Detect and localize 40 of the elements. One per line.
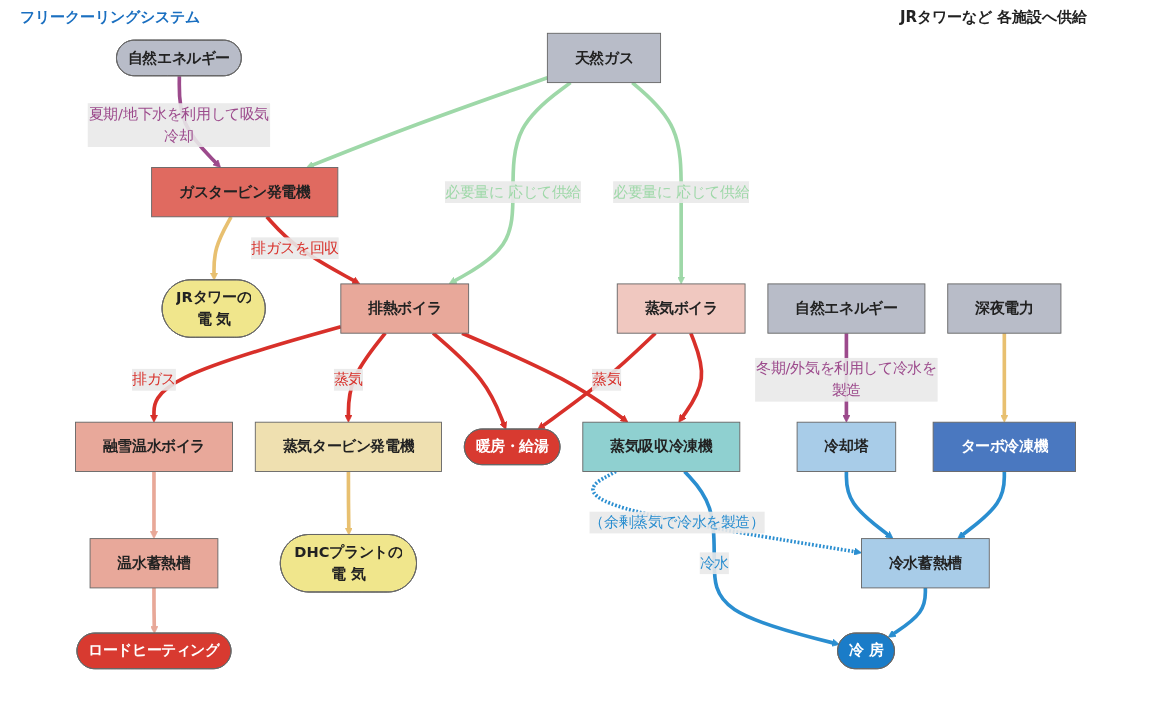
edge-label: 排ガスを回収 bbox=[251, 239, 339, 257]
arrow bbox=[344, 471, 353, 536]
arrow bbox=[210, 215, 233, 281]
node-box: 温水蓄熱槽 bbox=[89, 538, 219, 589]
arrow bbox=[678, 332, 704, 423]
node-box: ターボ冷凍機 bbox=[932, 421, 1076, 472]
edge-label: 夏期/地下水を利用して吸気冷却 bbox=[88, 104, 269, 145]
node-box: 蒸気タービン発電機 bbox=[254, 421, 442, 472]
node-box: 排熱ボイラ bbox=[340, 283, 470, 334]
arrow bbox=[306, 76, 548, 169]
arrow bbox=[149, 471, 158, 539]
node-box: 蒸気吸収冷凍機 bbox=[582, 421, 741, 472]
edge-label: 蒸気 bbox=[591, 370, 622, 388]
arrow bbox=[957, 471, 1007, 539]
node-box: 融雪温水ボイラ bbox=[75, 421, 233, 472]
edge-label: 冷水 bbox=[699, 554, 729, 572]
edge-label: 必要量に 応じて供給 bbox=[613, 183, 750, 201]
edge-label: 排ガス bbox=[132, 370, 176, 388]
arrow bbox=[150, 587, 159, 634]
node-box: 自然エネルギー bbox=[767, 283, 926, 334]
node-box: 冷却塔 bbox=[796, 421, 897, 472]
edge-label: （余剰蒸気で冷水を製造） bbox=[589, 513, 765, 531]
arrow bbox=[149, 324, 342, 423]
arrow bbox=[448, 81, 572, 285]
arrow bbox=[1000, 333, 1009, 423]
node-box: 天然ガス bbox=[546, 32, 662, 84]
node-box: ガスタービン発電機 bbox=[151, 167, 339, 218]
arrow bbox=[461, 331, 629, 423]
arrow bbox=[683, 470, 840, 647]
note-label: JRタワーなど 各施設へ供給 bbox=[900, 8, 1088, 27]
node-box: 蒸気ボイラ bbox=[616, 283, 746, 334]
arrow bbox=[844, 471, 894, 539]
note-label: フリークーリングシステム bbox=[20, 8, 200, 27]
edge-label: 必要量に 応じて供給 bbox=[444, 183, 582, 201]
node-box: 冷水蓄熱槽 bbox=[861, 538, 990, 589]
edge-label: 冬期/外気を利用して冷水を製造 bbox=[756, 359, 937, 399]
arrow bbox=[631, 81, 686, 285]
node-box: 深夜電力 bbox=[947, 283, 1062, 334]
arrow bbox=[887, 587, 928, 638]
edge-label: 蒸気 bbox=[333, 370, 364, 388]
